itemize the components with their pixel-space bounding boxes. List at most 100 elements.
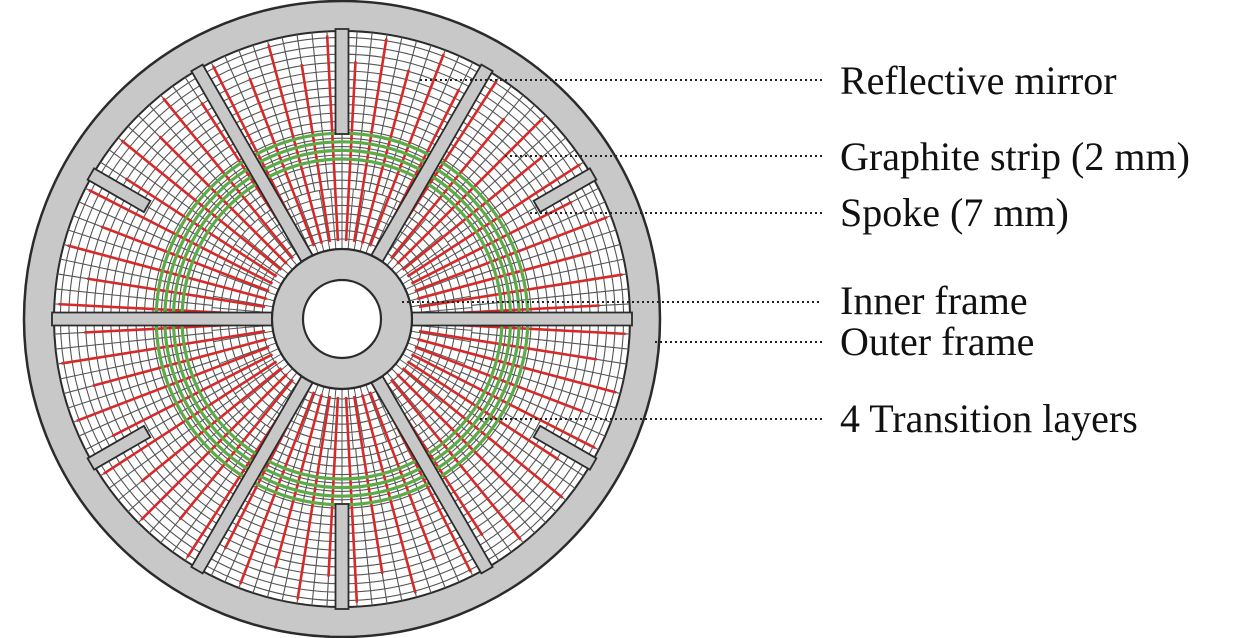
mirror-radial-line <box>55 332 213 350</box>
mirror-radial-line <box>410 330 471 343</box>
mirror-radial-line <box>148 104 256 223</box>
mirror-radial-line <box>311 448 329 606</box>
spoke <box>334 28 350 135</box>
mirror-radial-line <box>402 253 455 285</box>
graphite-strip <box>344 396 359 603</box>
spoke <box>86 167 152 214</box>
mirror-radial-line <box>368 37 403 192</box>
graphite-strip <box>88 188 274 285</box>
leader-lines <box>402 79 822 420</box>
mirror-radial-line <box>353 190 366 251</box>
mirror-radial-line <box>148 415 256 534</box>
graphite-strip <box>360 394 417 594</box>
mirror-radial-line <box>405 263 461 290</box>
mirror-radial-line <box>78 371 224 437</box>
mirror-radial-line <box>399 244 449 280</box>
mirror-radial-line <box>407 274 465 296</box>
mirror-radial-line <box>252 442 303 594</box>
graphite-strip <box>352 38 388 243</box>
mirror-radial-line <box>311 32 329 190</box>
spoke <box>411 311 633 327</box>
spoke <box>86 424 152 471</box>
mirror-radial-line <box>417 423 512 553</box>
mirror-radial-line <box>55 288 213 306</box>
mirror-radial-line <box>235 244 285 280</box>
mirror-radial-line <box>355 448 373 606</box>
spoke <box>334 503 350 610</box>
mirror-radial-line <box>281 446 316 601</box>
mirror-radial-line <box>60 345 215 380</box>
graphite-strip <box>396 117 544 265</box>
mirror-radial-line <box>297 196 319 254</box>
mirror-radial-line <box>381 44 432 196</box>
mirror-radial-line <box>108 394 238 489</box>
mirror-radial-line <box>242 363 289 403</box>
mirror-radial-line <box>395 363 442 403</box>
graphite-strip <box>120 139 283 271</box>
mirror-radial-line <box>446 149 576 244</box>
graphite-strip <box>239 391 316 585</box>
graphite-strip <box>401 367 564 499</box>
graphite-strip <box>61 329 266 365</box>
mirror-radial-line <box>318 387 331 448</box>
graphite-strip <box>103 360 278 475</box>
mirror-radial-line <box>127 125 246 233</box>
mirror-radial-line <box>386 219 426 266</box>
mirror-radial-line <box>353 387 366 448</box>
graphite-strip <box>390 378 522 541</box>
graphite-strip <box>76 345 270 422</box>
graphite-strip <box>414 216 608 293</box>
graphite-strip <box>325 35 340 242</box>
mirror-radial-line <box>224 55 290 201</box>
mirror-radial-line <box>465 358 617 409</box>
mirror-radial-line <box>469 258 624 293</box>
graphite-strip <box>267 44 324 244</box>
spoke <box>51 311 273 327</box>
mirror-radial-line <box>229 353 282 385</box>
mirror-radial-line <box>78 201 224 267</box>
mirror-radial-line <box>60 258 215 293</box>
inner-frame-hole <box>301 278 383 360</box>
spoke <box>532 167 598 214</box>
mirror-radial-line <box>428 415 536 534</box>
mirror-radial-line <box>428 104 536 223</box>
mirror-radial-line <box>460 371 606 437</box>
graphite-strip <box>140 373 288 521</box>
mirror-radial-line <box>281 37 316 192</box>
mirror-radial-line <box>172 423 267 553</box>
mirror-radial-line <box>219 342 277 364</box>
mirror-radial-line <box>402 353 455 385</box>
mirror-radial-line <box>67 229 219 280</box>
mirror-radial-line <box>405 348 461 375</box>
mirror-radial-line <box>127 405 246 513</box>
graphite-strip <box>368 53 445 247</box>
mirror-radial-line <box>438 125 557 233</box>
mirror-radial-line <box>438 405 557 513</box>
mirror-radial-line <box>446 394 576 489</box>
mirror-radial-line <box>465 229 617 280</box>
mirror-radial-line <box>471 332 629 350</box>
graphite-strip <box>410 353 596 450</box>
mirror-radial-line <box>395 235 442 275</box>
mirror-radial-line <box>213 330 274 343</box>
mirror-radial-line <box>410 295 471 308</box>
graphite-strip <box>162 97 294 260</box>
mirror-radial-line <box>108 149 238 244</box>
mirror-radial-line <box>229 253 282 285</box>
mirror-radial-line <box>223 263 279 290</box>
inner-frame <box>270 247 414 391</box>
mirror-radial-line <box>347 388 354 449</box>
mirror-radial-line <box>224 437 290 583</box>
spokes <box>51 28 633 610</box>
mirror-radial-line <box>235 358 285 394</box>
mirror-radial-line <box>172 85 267 215</box>
mirror-radial-line <box>399 358 449 394</box>
mirror-radial-line <box>258 372 298 419</box>
mirror-radial-line <box>417 85 512 215</box>
mirror-radial-line <box>297 384 319 442</box>
mirror-radial-line <box>381 442 432 594</box>
graphite-strip <box>296 395 332 600</box>
mirror-radial-line <box>67 358 219 409</box>
mirror-radial-line <box>365 384 387 442</box>
